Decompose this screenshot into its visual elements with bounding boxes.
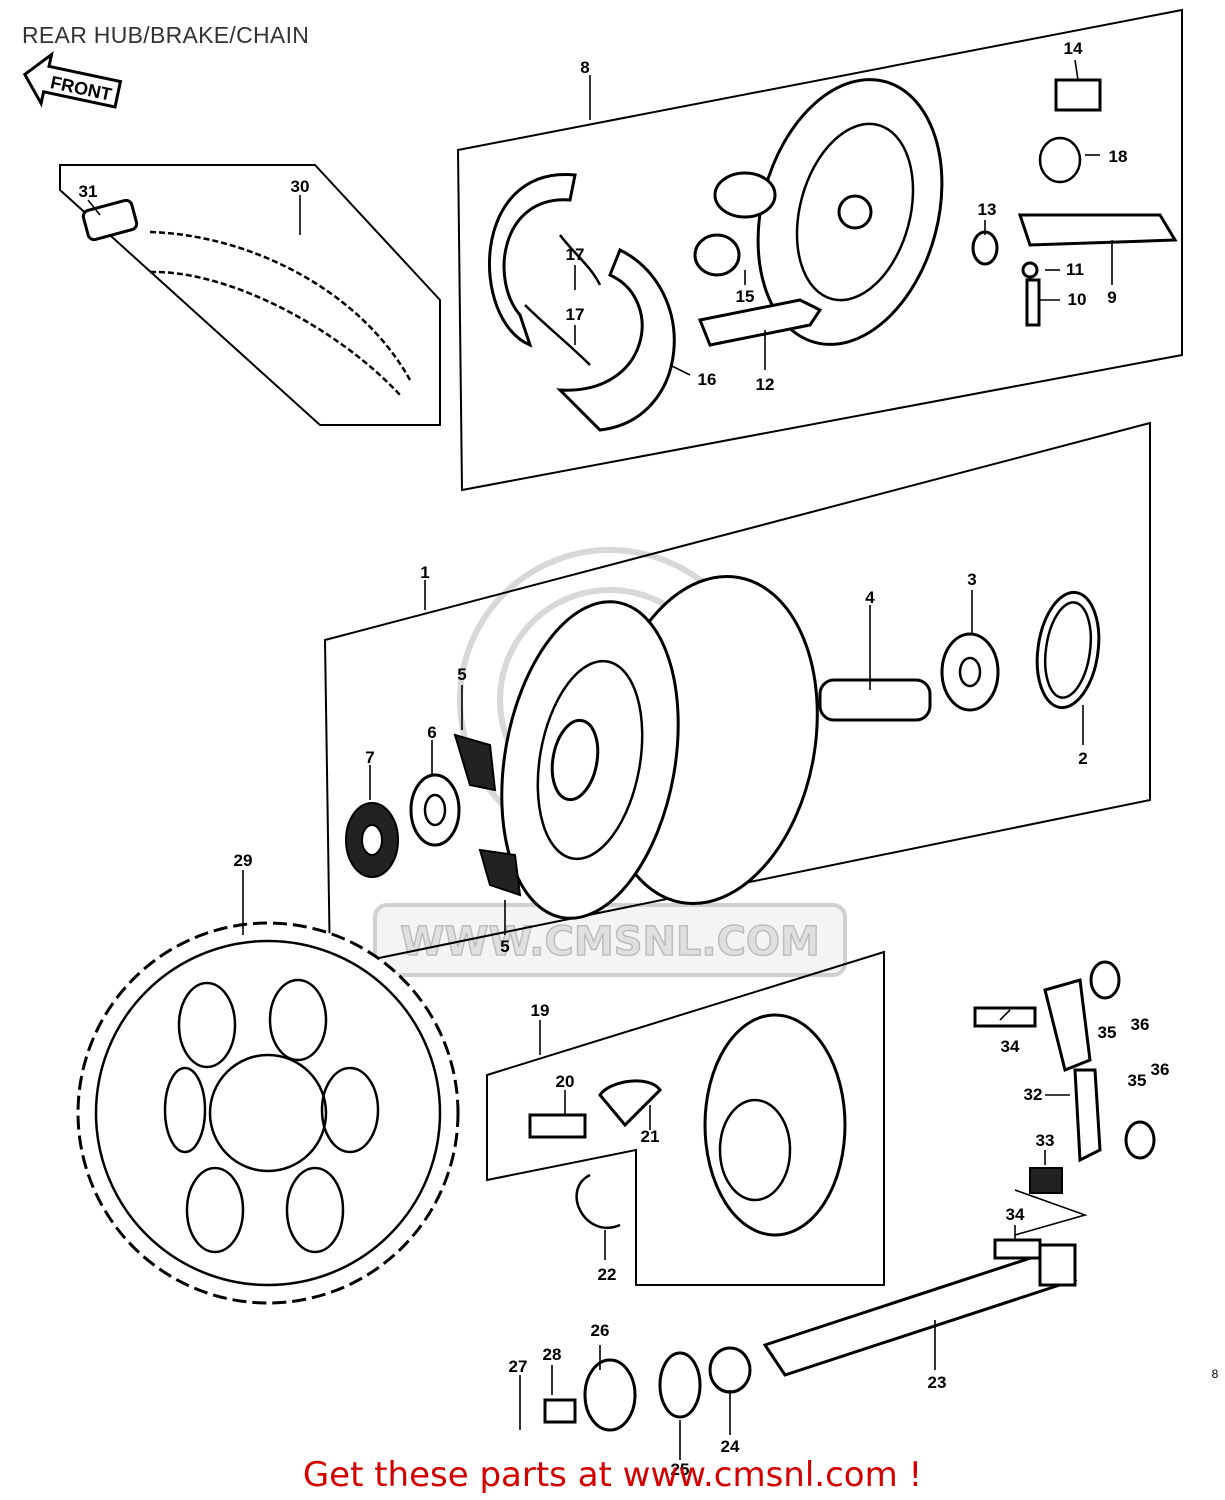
callout-36b: 36 — [1151, 1060, 1170, 1079]
callout-1: 1 — [420, 563, 429, 582]
callout-34a: 34 — [1001, 1037, 1020, 1056]
callout-28: 28 — [543, 1345, 562, 1364]
callout-33: 33 — [1036, 1131, 1055, 1150]
callout-26: 26 — [591, 1321, 610, 1340]
callout-22: 22 — [598, 1265, 617, 1284]
callout-2: 2 — [1078, 749, 1087, 768]
callout-34b: 34 — [1006, 1205, 1025, 1224]
callout-24: 24 — [721, 1437, 740, 1456]
axle-and-adjuster — [543, 960, 1156, 1432]
callout-8: 8 — [580, 58, 589, 77]
callout-32: 32 — [1024, 1085, 1043, 1104]
callout-20: 20 — [556, 1072, 575, 1091]
callout-3: 3 — [967, 570, 976, 589]
callout-35a: 35 — [1098, 1023, 1117, 1042]
callout-5b: 5 — [500, 937, 509, 956]
callout-31: 31 — [79, 182, 98, 201]
callout-25: 25 — [671, 1460, 690, 1479]
rear-hub — [500, 574, 819, 920]
callout-10: 10 — [1068, 290, 1087, 309]
callout-labels: 1 2 3 4 5 5 6 7 8 9 10 11 12 13 14 15 16… — [79, 39, 1219, 1479]
callout-21: 21 — [641, 1127, 660, 1146]
callout-35b: 35 — [1128, 1071, 1147, 1090]
brake-small-parts — [693, 78, 1178, 347]
rear-sprocket — [76, 921, 460, 1305]
callout-14: 14 — [1064, 39, 1083, 58]
callout-16: 16 — [698, 370, 717, 389]
brake-shoes — [487, 173, 676, 432]
callout-29: 29 — [234, 851, 253, 870]
callout-12: 12 — [756, 375, 775, 394]
callout-7: 7 — [365, 748, 374, 767]
callout-15: 15 — [736, 287, 755, 306]
cmsnl-watermark: WWW.CMSNL.COM — [373, 547, 847, 977]
callout-11: 11 — [1066, 260, 1084, 279]
callout-13: 13 — [978, 200, 997, 219]
brake-panel — [713, 78, 944, 346]
callout-17b: 17 — [566, 305, 585, 324]
callout-5a: 5 — [457, 665, 466, 684]
diagram-title: REAR HUB/BRAKE/CHAIN — [22, 22, 310, 48]
callout-17a: 17 — [566, 245, 585, 264]
callout-27: 27 — [509, 1357, 528, 1376]
callout-4: 4 — [865, 588, 875, 607]
callout-6: 6 — [427, 723, 436, 742]
callout-36a: 36 — [1131, 1015, 1150, 1034]
callout-19: 19 — [531, 1001, 550, 1020]
callout-9: 9 — [1107, 288, 1116, 307]
group-frames — [59, 8, 1183, 1286]
corner-mark: 8 — [1212, 1367, 1219, 1381]
leader-lines — [87, 59, 1113, 1460]
hub-bearings-seals — [345, 590, 1101, 897]
drive-chain — [81, 198, 412, 396]
front-arrow-icon: FRONT — [22, 50, 123, 109]
shop-link-banner[interactable]: Get these parts at www.cmsnl.com ! — [302, 1455, 923, 1495]
callout-18: 18 — [1109, 147, 1128, 166]
callout-23: 23 — [928, 1373, 947, 1392]
callout-30: 30 — [291, 177, 310, 196]
sprocket-coupling — [528, 1013, 847, 1237]
watermark-text: WWW.CMSNL.COM — [400, 919, 820, 965]
